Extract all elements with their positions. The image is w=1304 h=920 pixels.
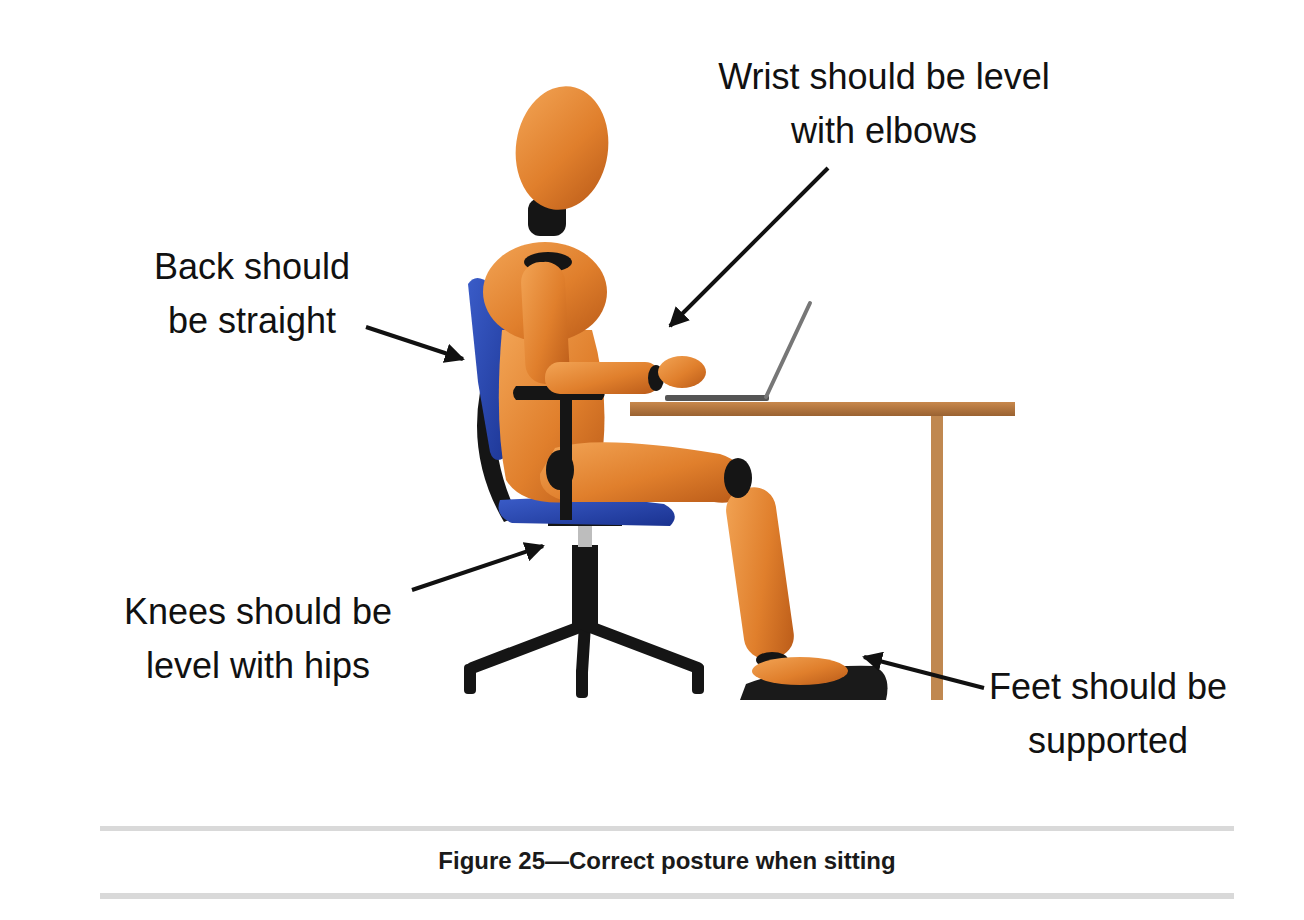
- leader-arrows: [366, 168, 984, 688]
- chair-leg: [582, 625, 585, 672]
- desk: [630, 402, 1015, 700]
- chair-column: [572, 545, 598, 629]
- mannequin-head: [508, 80, 616, 216]
- chair-leg: [585, 625, 698, 668]
- chair-leg: [472, 625, 585, 668]
- callout-label: Wrist should be level with elbows: [694, 50, 1074, 158]
- laptop-base: [665, 395, 769, 401]
- mannequin-forearm: [545, 362, 660, 394]
- leader-arrow: [670, 168, 828, 326]
- laptop-screen: [766, 303, 810, 397]
- callout-label: Knees should be level with hips: [108, 585, 408, 693]
- callout-label: Feet should be supported: [988, 660, 1228, 768]
- mannequin-shin: [723, 485, 796, 662]
- leader-arrow: [864, 657, 984, 688]
- mannequin-knee: [724, 458, 752, 498]
- caption-rule: [100, 893, 1234, 899]
- chair-armrest: [513, 386, 605, 520]
- mannequin-foot: [752, 657, 848, 685]
- caption-rule: [100, 826, 1234, 831]
- chair-caster: [576, 668, 588, 698]
- figure-caption: Figure 25—Correct posture when sitting: [100, 846, 1234, 876]
- leader-arrow: [366, 327, 463, 359]
- mannequin-hand: [658, 356, 706, 388]
- desk-top: [630, 402, 1015, 416]
- mannequin: [483, 80, 848, 685]
- callout-label: Back should be straight: [142, 240, 362, 348]
- mannequin-arm: [545, 356, 706, 394]
- leader-arrow: [412, 546, 543, 590]
- desk-leg: [931, 414, 943, 700]
- chair-caster: [464, 664, 476, 694]
- chair-caster: [692, 664, 704, 694]
